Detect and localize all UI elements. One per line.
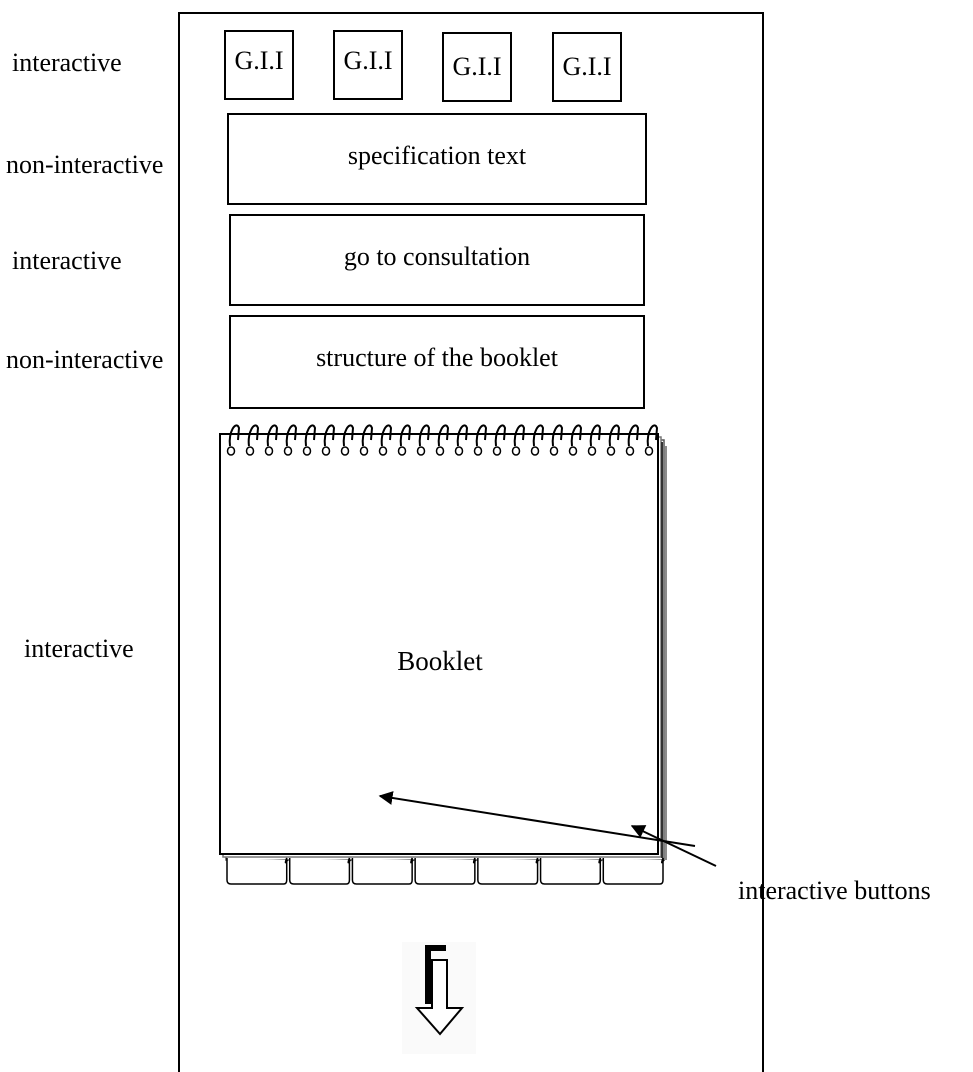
- label-booklet: interactive: [24, 634, 134, 663]
- spiral-hole: [644, 446, 654, 456]
- spiral-ring: [285, 424, 298, 447]
- spiral-ring: [646, 424, 659, 447]
- spiral-ring: [627, 424, 640, 447]
- spiral-ring: [608, 424, 621, 447]
- specification-text: specification text: [227, 113, 647, 205]
- spiral-hole: [492, 446, 502, 456]
- booklet-tab-row[interactable]: [226, 857, 665, 885]
- spiral-ring: [437, 424, 450, 447]
- booklet-tab-5[interactable]: [477, 857, 540, 885]
- go-to-consultation-button[interactable]: go to consultation: [229, 214, 645, 306]
- screen-frame: [178, 12, 764, 1072]
- spiral-ring: [399, 424, 412, 447]
- booklet-label: Booklet: [397, 646, 483, 676]
- spiral-hole: [264, 446, 274, 456]
- spiral-hole: [245, 446, 255, 456]
- spiral-ring: [380, 424, 393, 447]
- spiral-ring: [551, 424, 564, 447]
- gii-button-2[interactable]: G.I.I: [333, 30, 403, 100]
- spiral-hole: [511, 446, 521, 456]
- booklet-tab-1[interactable]: [226, 857, 289, 885]
- spiral-ring: [342, 424, 355, 447]
- spiral-hole: [340, 446, 350, 456]
- spiral-ring: [456, 424, 469, 447]
- gii-button-3[interactable]: G.I.I: [442, 32, 512, 102]
- spiral-hole: [530, 446, 540, 456]
- booklet-tab-6[interactable]: [539, 857, 602, 885]
- spiral-ring: [323, 424, 336, 447]
- label-interactive-buttons: interactive buttons: [738, 876, 931, 905]
- spiral-ring: [513, 424, 526, 447]
- spiral-hole: [549, 446, 559, 456]
- spiral-hole: [378, 446, 388, 456]
- spiral-ring: [589, 424, 602, 447]
- booklet-tab-2[interactable]: [288, 857, 352, 885]
- spiral-hole: [226, 446, 236, 456]
- spiral-ring: [532, 424, 545, 447]
- label-consultation: interactive: [12, 246, 122, 275]
- spiral-ring: [475, 424, 488, 447]
- label-specification: non-interactive: [6, 150, 164, 179]
- spiral-hole: [473, 446, 483, 456]
- spiral-hole: [359, 446, 369, 456]
- gii-button-1[interactable]: G.I.I: [224, 30, 294, 100]
- spiral-ring: [266, 424, 279, 447]
- spiral-hole: [625, 446, 635, 456]
- structure-of-booklet: structure of the booklet: [229, 315, 645, 409]
- spiral-ring: [228, 424, 241, 447]
- booklet-tab-4[interactable]: [414, 857, 477, 885]
- booklet-tab-3[interactable]: [351, 857, 414, 885]
- gii-button-4[interactable]: G.I.I: [552, 32, 622, 102]
- down-arrow-icon[interactable]: [402, 942, 476, 1054]
- spiral-hole: [606, 446, 616, 456]
- spiral-hole: [302, 446, 312, 456]
- spiral-hole: [435, 446, 445, 456]
- spiral-binding: [226, 424, 659, 456]
- booklet[interactable]: [219, 433, 667, 861]
- annotation-arrow-right: [630, 825, 717, 867]
- spiral-ring: [418, 424, 431, 447]
- spiral-hole: [587, 446, 597, 456]
- spiral-hole: [416, 446, 426, 456]
- spiral-hole: [283, 446, 293, 456]
- label-gii-row: interactive: [12, 48, 122, 77]
- spiral-ring: [247, 424, 260, 447]
- spiral-ring: [304, 424, 317, 447]
- spiral-ring: [494, 424, 507, 447]
- label-structure: non-interactive: [6, 345, 164, 374]
- booklet-tab-7[interactable]: [602, 857, 665, 885]
- spiral-ring: [361, 424, 374, 447]
- spiral-hole: [397, 446, 407, 456]
- spiral-hole: [568, 446, 578, 456]
- spiral-hole: [454, 446, 464, 456]
- spiral-hole: [321, 446, 331, 456]
- spiral-ring: [570, 424, 583, 447]
